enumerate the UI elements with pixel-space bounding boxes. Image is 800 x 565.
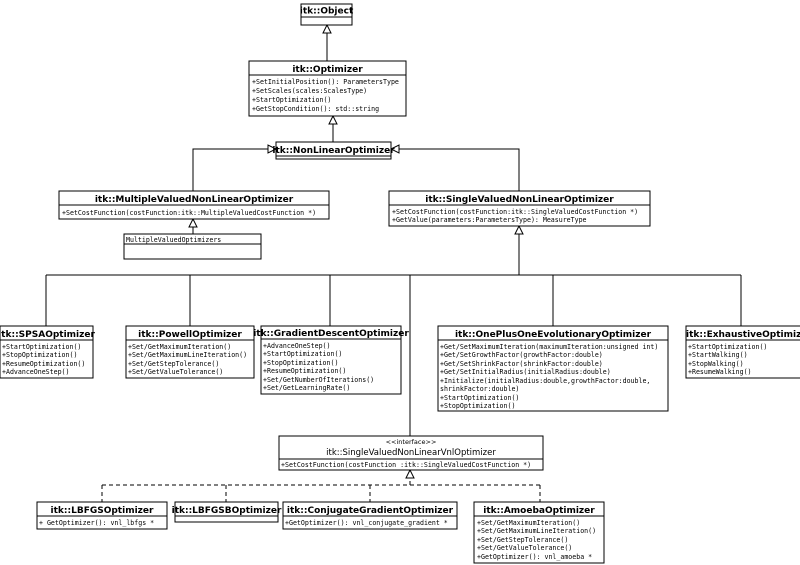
method: +GetOptimizer(): vnl_amoeba * — [477, 553, 592, 561]
method: +SetInitialPosition(): ParametersType — [252, 78, 399, 86]
class-multivalued-optimizers: MultipleValuedOptimizers — [123, 233, 262, 260]
class-vnl-interface: <<interface>> itk::SingleValuedNonLinear… — [278, 435, 544, 471]
class-title: itk::AmoebaOptimizer — [483, 506, 595, 516]
method: +Get/SetGrowthFactor(growthFactor:double… — [440, 351, 603, 359]
method: +StopOptimization() — [2, 351, 77, 359]
class-title: itk::ConjugateGradientOptimizer — [287, 506, 454, 516]
method: +Set/GetNumberOfIterations() — [263, 376, 374, 384]
class-title: itk::SingleValuedNonLinearVnlOptimizer — [326, 448, 496, 458]
method: +ResumeOptimization() — [263, 367, 346, 375]
class-title: itk::Object — [300, 7, 354, 17]
class-exhaustive: itk::ExhaustiveOptimizer +StartOptimizat… — [685, 325, 800, 379]
method: +Set/GetValueTolerance() — [128, 368, 223, 376]
method: +Set/GetMaximumLineIteration() — [477, 527, 596, 535]
class-nonlinear: itk::NonLinearOptimizer — [272, 141, 395, 160]
method: +Set/GetMaximumLineIteration() — [128, 351, 247, 359]
class-multivalued: itk::MultipleValuedNonLinearOptimizer +S… — [58, 190, 330, 220]
class-conjugate: itk::ConjugateGradientOptimizer +GetOpti… — [282, 501, 458, 530]
class-singlevalued: itk::SingleValuedNonLinearOptimizer +Set… — [388, 190, 651, 227]
class-spsa: itk::SPSAOptimizer +StartOptimization() … — [0, 325, 95, 379]
method: +Get/SetInitialRadius(initialRadius:doub… — [440, 368, 611, 376]
method: +Get/SetMaximumIteration(maximumIteratio… — [440, 343, 658, 351]
method: +ResumeWalking() — [688, 368, 752, 376]
class-title: itk::GradientDescentOptimizer — [253, 329, 409, 339]
method: +StartOptimization() — [252, 96, 331, 104]
inherit-singlevalued-nonlinear — [399, 148, 520, 191]
inherit-multivalued-nonlinear — [192, 148, 268, 191]
method: +Set/GetStepTolerance() — [477, 536, 568, 544]
class-title: itk::MultipleValuedNonLinearOptimizer — [95, 195, 294, 205]
method: +StopWalking() — [688, 360, 744, 368]
connectors — [45, 23, 742, 502]
arrow-vnl — [405, 468, 415, 479]
method: +SetCostFunction(costFunction:itk::Singl… — [392, 208, 638, 216]
class-title: itk::SPSAOptimizer — [0, 330, 95, 340]
class-title: itk::NonLinearOptimizer — [272, 146, 395, 156]
method: +AdvanceOneStep() — [263, 342, 331, 350]
arrow-singlevalued — [514, 224, 524, 235]
method: +ResumeOptimization() — [2, 360, 85, 368]
class-title: itk::Optimizer — [292, 65, 363, 75]
class-gradient: itk::GradientDescentOptimizer +AdvanceOn… — [253, 325, 409, 395]
method: +GetOptimizer(): vnl_conjugate_gradient … — [285, 519, 448, 527]
method: +Initialize(initialRadius:double,growthF… — [440, 377, 650, 385]
method: +StartOptimization() — [688, 343, 767, 351]
class-oneplusone: itk::OnePlusOneEvolutionaryOptimizer +Ge… — [437, 325, 669, 412]
method: shrinkFactor:double) — [440, 385, 519, 393]
method: +StopOptimization() — [440, 402, 515, 410]
class-lbfgs: itk::LBFGSOptimizer + GetOptimizer(): vn… — [36, 501, 168, 530]
method: +Set/GetStepTolerance() — [128, 360, 219, 368]
class-title: itk::OnePlusOneEvolutionaryOptimizer — [455, 330, 652, 340]
method: +StartOptimization() — [2, 343, 81, 351]
method: +StopOptimization() — [263, 359, 338, 367]
class-amoeba: itk::AmoebaOptimizer +Set/GetMaximumIter… — [473, 501, 605, 564]
method: +SetCostFunction(costFunction:itk::Multi… — [62, 209, 316, 217]
arrow-multivalued — [188, 217, 198, 228]
method: +GetValue(parameters:ParametersType): Me… — [392, 216, 587, 224]
method: +StartWalking() — [688, 351, 748, 359]
method: +Set/GetMaximumIteration() — [128, 343, 231, 351]
arrow-nonlinear-right — [389, 144, 400, 154]
method: + GetOptimizer(): vnl_lbfgs * — [39, 519, 154, 527]
method: +StartOptimization() — [440, 394, 519, 402]
class-powell: itk::PowellOptimizer +Set/GetMaximumIter… — [125, 325, 255, 379]
stereotype-label: <<interface>> — [386, 438, 437, 446]
method: +Get/SetShrinkFactor(shrinkFactor:double… — [440, 360, 603, 368]
arrow-optimizer — [328, 114, 338, 125]
method: +SetCostFunction(costFunction :itk::Sing… — [281, 461, 531, 469]
class-title: itk::LBFGSOptimizer — [51, 506, 154, 516]
class-lbfgsb: itk::LBFGSBOptimizer — [172, 501, 282, 523]
method: +Set/GetMaximumIteration() — [477, 519, 580, 527]
method: +StartOptimization() — [263, 350, 342, 358]
method: +SetScales(scales:ScalesType) — [252, 87, 367, 95]
arrow-nonlinear-left — [267, 144, 278, 154]
method: +Set/GetValueTolerance() — [477, 544, 572, 552]
class-title: itk::PowellOptimizer — [138, 330, 242, 340]
method: +GetStopCondition(): std::string — [252, 105, 379, 113]
arrow-object — [322, 23, 332, 34]
class-optimizer: itk::Optimizer +SetInitialPosition(): Pa… — [248, 60, 407, 117]
class-title: itk::SingleValuedNonLinearOptimizer — [425, 195, 614, 205]
class-title: itk::ExhaustiveOptimizer — [686, 330, 800, 340]
class-object: itk::Object — [300, 3, 354, 26]
method: +AdvanceOneStep() — [2, 368, 70, 376]
class-title: MultipleValuedOptimizers — [126, 236, 221, 244]
class-title: itk::LBFGSBOptimizer — [172, 506, 282, 516]
method: +Set/GetLearningRate() — [263, 384, 350, 392]
